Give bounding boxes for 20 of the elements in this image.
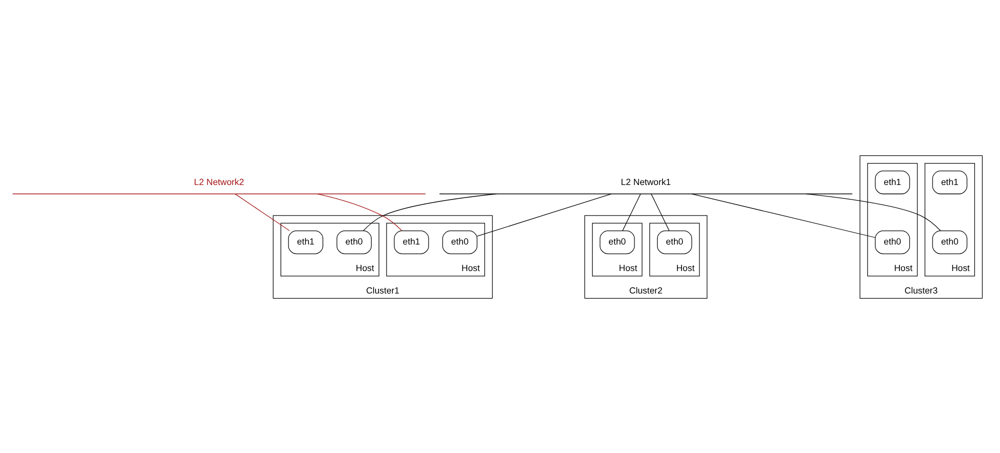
node-text: L2 Network1	[620, 176, 671, 186]
node-box: eth1	[288, 230, 324, 254]
connector	[691, 193, 876, 238]
connector	[622, 193, 641, 230]
node-box: eth1	[394, 230, 429, 254]
node-box: eth0	[600, 230, 635, 254]
node-box: eth0	[874, 230, 910, 254]
node-box: eth0	[336, 230, 372, 254]
connector	[806, 193, 941, 231]
connector	[650, 193, 670, 230]
connector	[476, 193, 612, 236]
node-text: L2 Network2	[194, 176, 244, 186]
connector	[234, 193, 290, 230]
node-box: eth1	[932, 170, 968, 194]
connector	[362, 193, 497, 231]
node-box: eth0	[442, 230, 478, 254]
node-box: eth0	[932, 230, 968, 254]
node-box: eth1	[874, 170, 910, 194]
connector	[317, 193, 402, 231]
node-box: eth0	[657, 230, 692, 254]
